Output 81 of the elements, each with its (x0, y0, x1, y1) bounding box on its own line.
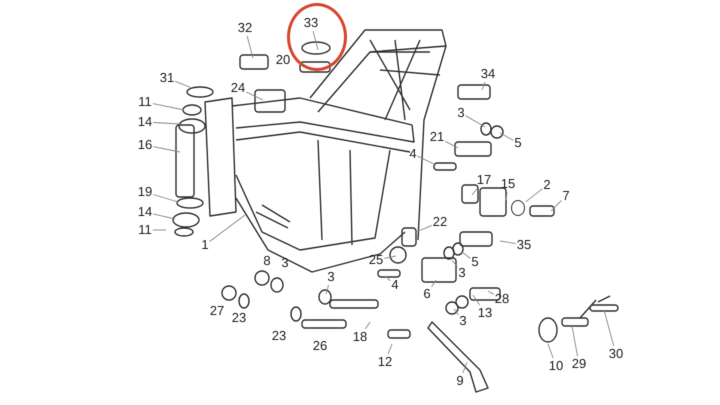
callout-number: 27 (210, 304, 224, 318)
callout-number: 23 (272, 329, 286, 343)
leader-line (174, 80, 192, 88)
callout-number: 16 (138, 138, 152, 152)
callout-number: 19 (138, 185, 152, 199)
leader-line (364, 322, 370, 330)
leader-line (472, 188, 478, 196)
callout-number: 3 (459, 314, 467, 328)
callout-number: 6 (423, 287, 431, 301)
callout-number: 24 (230, 81, 246, 95)
leader-line (152, 103, 184, 110)
washer-part (511, 200, 525, 216)
leader-line (444, 140, 458, 148)
callout-number: 21 (430, 130, 444, 144)
leader-line (572, 326, 578, 356)
callout-number: 3 (458, 266, 466, 280)
callout-number: 4 (391, 278, 399, 292)
leader-line (416, 224, 432, 232)
callout-number: 11 (138, 95, 152, 109)
callout-number: 5 (471, 255, 479, 269)
leader-line (462, 362, 468, 374)
leader-line (152, 194, 178, 202)
leader-line (506, 192, 508, 200)
callout-number: 34 (480, 67, 496, 81)
leader-line (431, 280, 436, 288)
callout-number: 29 (572, 357, 586, 371)
callout-number: 9 (456, 374, 464, 388)
leader-line (462, 252, 471, 259)
callout-number: 28 (494, 292, 510, 306)
callout-number: 26 (312, 339, 328, 353)
leader-line (312, 30, 318, 50)
callout-number: 2 (543, 178, 551, 192)
leader-line (152, 122, 180, 124)
callout-number: 32 (238, 21, 252, 35)
callout-number: 25 (368, 253, 384, 267)
callout-number: 18 (352, 330, 368, 344)
callout-number: 33 (304, 16, 318, 30)
leader-line (152, 213, 176, 220)
callout-number: 17 (476, 173, 492, 187)
leader-line (500, 132, 514, 141)
leader-line (465, 115, 486, 128)
callout-number: 10 (548, 359, 564, 373)
leader-line (548, 344, 554, 358)
callout-number: 31 (160, 71, 174, 85)
leader-line (209, 214, 246, 242)
leader-line (384, 256, 396, 259)
leader-line (388, 344, 392, 354)
callout-number: 14 (138, 205, 152, 219)
leader-line (246, 36, 254, 58)
callout-number: 3 (327, 270, 335, 284)
callout-number: 7 (562, 189, 570, 203)
leader-line (482, 82, 486, 90)
callout-number: 20 (276, 53, 290, 67)
callout-number: 23 (232, 311, 246, 325)
callout-number: 12 (378, 355, 392, 369)
leader-line (488, 290, 494, 295)
callout-number: 1 (201, 238, 209, 252)
callout-number: 13 (478, 306, 492, 320)
leader-line (526, 188, 543, 202)
leader-line (152, 146, 180, 152)
leader-line (454, 308, 459, 316)
leader-line (604, 310, 614, 346)
leader-line (417, 156, 436, 166)
callout-number: 14 (138, 115, 152, 129)
leader-line (246, 92, 264, 100)
leader-line (500, 240, 516, 244)
leader-line (472, 294, 480, 306)
callout-number: 15 (500, 177, 516, 191)
callout-number: 11 (138, 223, 152, 237)
leader-line (452, 260, 458, 268)
callout-number: 4 (409, 147, 417, 161)
leader-line (550, 200, 562, 212)
leader-line (326, 284, 330, 294)
callout-number: 3 (457, 106, 465, 120)
callout-number: 3 (281, 256, 289, 270)
callout-number: 5 (514, 136, 522, 150)
callout-number: 8 (263, 254, 271, 268)
callout-number: 22 (432, 215, 448, 229)
callout-number: 35 (516, 238, 532, 252)
callout-number: 30 (608, 347, 624, 361)
leader-line (384, 276, 391, 282)
